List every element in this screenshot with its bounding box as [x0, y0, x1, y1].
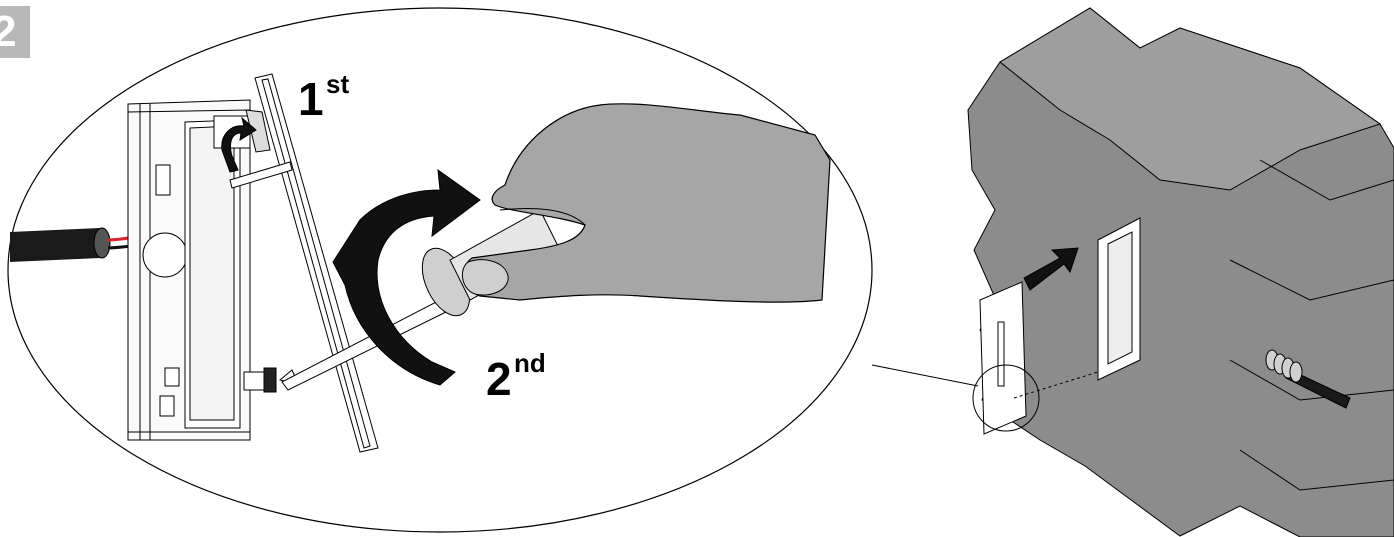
- push-arrow-icon: [1023, 247, 1079, 291]
- detail-magnified-view: 1 st 2 nd: [7, 7, 873, 533]
- label-first-suffix: st: [326, 69, 349, 99]
- wall-top-face: [999, 7, 1382, 191]
- step-number-badge: 2: [0, 6, 30, 58]
- hand-thumb-nail: [461, 259, 509, 296]
- label-second-number: 2: [486, 353, 512, 405]
- label-second-suffix: nd: [514, 348, 546, 378]
- small-rotation-arrow-icon: [221, 116, 257, 173]
- detail-connector-line: [871, 364, 979, 387]
- wall-cutaway: [967, 7, 1394, 537]
- cable-spring: [1265, 349, 1303, 383]
- rotation-arrow-icon: [332, 168, 481, 386]
- detail-callout-circle: [972, 364, 1040, 432]
- cable-grommet: [93, 227, 111, 259]
- hand-finger-line: [499, 208, 586, 226]
- cable: [10, 228, 100, 262]
- label-first-number: 1: [298, 73, 324, 125]
- module-body: [184, 109, 271, 429]
- hand: [463, 103, 831, 303]
